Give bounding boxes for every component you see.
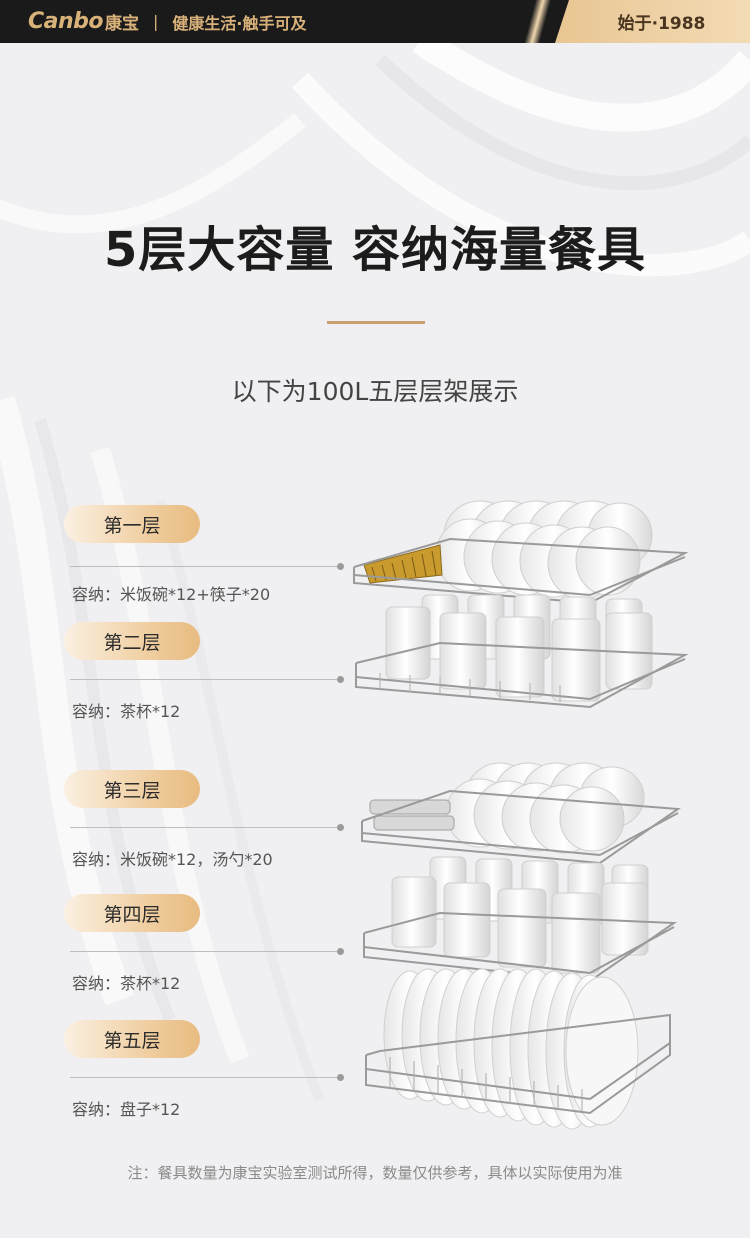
tier-4-rack (363, 856, 678, 983)
layer-5-pill: 第五层 (64, 1020, 200, 1058)
brand-slogan: 健康生活·触手可及 (172, 13, 307, 33)
layer-1-leader-line (70, 566, 340, 567)
brand-bar: Canbo 康宝 | 健康生活·触手可及 (0, 0, 535, 43)
rack-illustration (353, 500, 689, 1130)
layer-1-leader-dot (337, 563, 344, 570)
tier-5-plates (383, 968, 639, 1130)
layer-4-leader-dot (337, 948, 344, 955)
header-divider: | (153, 12, 159, 31)
brand-logo-chinese: 康宝 (105, 14, 140, 34)
footnote: 注：餐具数量为康宝实验室测试所得，数量仅供参考，具体以实际使用为准 (127, 1164, 623, 1182)
tier-1-rack (353, 500, 689, 605)
layer-5-leader-line (70, 1077, 340, 1078)
since-text: 始于·1988 (617, 14, 706, 34)
layer-2-pill: 第二层 (64, 622, 200, 660)
layer-3-leader-line (70, 827, 340, 828)
layer-3-pill: 第三层 (64, 770, 200, 808)
page-title: 5层大容量 容纳海量餐具 (103, 222, 647, 278)
tier-1-bowls (435, 500, 653, 600)
tier-5-rack (365, 968, 671, 1130)
tier-2-cups (385, 594, 653, 702)
layer-1-pill: 第一层 (64, 505, 200, 543)
layer-5-capacity: 容纳：盘子*12 (72, 1100, 181, 1119)
layer-2-leader-line (70, 679, 340, 680)
layer-4-leader-line (70, 951, 340, 952)
since-badge: 始于·1988 (555, 0, 750, 43)
layer-3-capacity: 容纳：米饭碗*12，汤勺*20 (72, 850, 273, 869)
tier-3-bowls (445, 762, 645, 854)
layer-4-capacity: 容纳：茶杯*12 (72, 974, 181, 993)
gold-streak-decoration (515, 0, 555, 43)
page-subtitle: 以下为100L五层层架展示 (231, 377, 519, 406)
brand-logo-latin: Canbo (28, 9, 104, 34)
layer-2-leader-dot (337, 676, 344, 683)
tier-4-cups (391, 856, 649, 974)
tier-2-rack (355, 594, 689, 709)
layer-3-leader-dot (337, 824, 344, 831)
layer-5-leader-dot (337, 1074, 344, 1081)
layer-4-pill: 第四层 (64, 894, 200, 932)
layer-1-capacity: 容纳：米饭碗*12+筷子*20 (72, 585, 271, 604)
top-banner: Canbo 康宝 | 健康生活·触手可及 始于·1988 (0, 0, 750, 43)
tier-3-rack (361, 762, 681, 865)
title-underline (327, 321, 425, 324)
layer-2-capacity: 容纳：茶杯*12 (72, 702, 181, 721)
